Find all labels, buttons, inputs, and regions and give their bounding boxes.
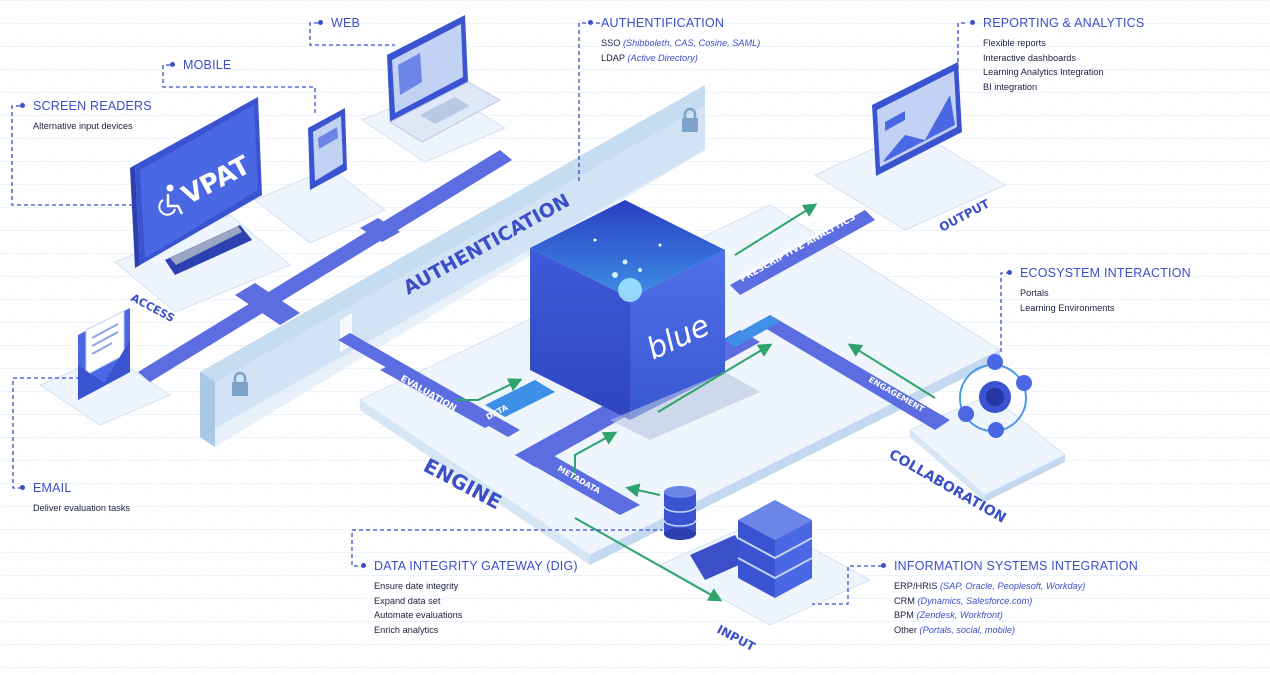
web-title: WEB — [318, 16, 360, 30]
authentification-callout: AUTHENTIFICATION SSO (Shibboleth, CAS, C… — [588, 16, 760, 65]
email-title-text: EMAIL — [33, 481, 72, 495]
prescriptive-pathway — [730, 210, 875, 295]
server-stack-icon — [737, 500, 813, 598]
dig-database-icon — [663, 486, 697, 540]
screen-readers-title: SCREEN READERS — [20, 99, 152, 113]
web-title-text: WEB — [331, 16, 361, 30]
authentification-item: SSO (Shibboleth, CAS, Cosine, SAML) — [601, 38, 761, 48]
wheelchair-icon — [158, 184, 184, 216]
dig-item: Ensure date integrity — [374, 581, 459, 591]
mobile-platform — [254, 167, 386, 244]
bullet-icon — [588, 20, 593, 26]
isi-title-text: INFORMATION SYSTEMS INTEGRATION — [894, 559, 1138, 573]
ecosystem-item: Portals — [1020, 288, 1049, 298]
authentification-title-text: AUTHENTIFICATION — [601, 16, 725, 30]
dig-item: Expand data set — [374, 595, 441, 606]
bullet-icon — [20, 485, 25, 491]
reporting-item: BI integration — [983, 81, 1038, 92]
bullet-icon — [881, 563, 886, 569]
ecosystem-title: ECOSYSTEM INTERACTION — [1007, 266, 1191, 280]
analytics-screen — [872, 62, 962, 176]
dig-title: DATA INTEGRITY GATEWAY (DIG) — [361, 559, 578, 573]
data-pathway — [485, 380, 555, 417]
access-pathway — [138, 150, 512, 382]
envelope-icon — [78, 308, 130, 400]
bullet-icon — [970, 20, 975, 26]
bullet-icon — [20, 103, 25, 109]
isi-item: ERP/HRIS (SAP, Oracle, Peoplesoft, Workd… — [894, 581, 1086, 591]
reporting-item: Flexible reports — [983, 38, 1046, 48]
isi-item: BPM (Zendesk, Workfront) — [894, 610, 1003, 620]
engagement-pathway — [760, 315, 950, 430]
screen-readers-callout: SCREEN READERS Alternative input devices — [20, 99, 152, 134]
bullet-icon — [170, 62, 175, 68]
reporting-item: Interactive dashboards — [983, 52, 1076, 63]
lock-icon — [232, 371, 248, 396]
reporting-item: Learning Analytics Integration — [983, 67, 1104, 77]
mobile-callout: MOBILE — [170, 58, 231, 72]
web-callout: WEB — [318, 16, 360, 30]
ecosystem-title-text: ECOSYSTEM INTERACTION — [1020, 266, 1191, 280]
bullet-icon — [1007, 270, 1012, 276]
authentification-title: AUTHENTIFICATION — [588, 16, 760, 30]
email-title: EMAIL — [20, 481, 130, 495]
collaboration-hub-icon — [958, 354, 1032, 438]
flow-arrows — [455, 203, 936, 602]
vpat-monitor — [130, 97, 262, 275]
screen-readers-item: Alternative input devices — [33, 121, 133, 131]
isi-item: Other (Portals, social, mobile) — [894, 624, 1016, 635]
isi-callout: INFORMATION SYSTEMS INTEGRATION ERP/HRIS… — [881, 559, 1138, 637]
dig-title-text: DATA INTEGRITY GATEWAY (DIG) — [374, 559, 578, 573]
mobile-title: MOBILE — [170, 58, 231, 72]
dig-callout: DATA INTEGRITY GATEWAY (DIG) Ensure date… — [361, 559, 578, 637]
isi-title: INFORMATION SYSTEMS INTEGRATION — [881, 559, 1138, 573]
email-callout: EMAIL Deliver evaluation tasks — [20, 481, 130, 516]
screen-readers-title-text: SCREEN READERS — [33, 99, 152, 113]
reporting-title: REPORTING & ANALYTICS — [970, 16, 1144, 30]
reporting-title-text: REPORTING & ANALYTICS — [983, 16, 1145, 30]
ecosystem-callout: ECOSYSTEM INTERACTION Portals Learning E… — [1007, 266, 1191, 315]
ecosystem-item: Learning Environments — [1020, 302, 1115, 313]
bullet-icon — [361, 563, 366, 569]
tablet-device — [308, 108, 347, 190]
mobile-title-text: MOBILE — [183, 58, 232, 72]
lock-icon — [682, 107, 698, 132]
authentification-item: LDAP (Active Directory) — [601, 52, 698, 63]
blue-cube — [530, 200, 760, 440]
isi-item: CRM (Dynamics, Salesforce.com) — [894, 595, 1033, 606]
dig-item: Enrich analytics — [374, 624, 439, 635]
dig-item: Automate evaluations — [374, 610, 463, 620]
email-item: Deliver evaluation tasks — [33, 503, 131, 513]
bullet-icon — [318, 20, 323, 26]
reporting-callout: REPORTING & ANALYTICS Flexible reports I… — [970, 16, 1144, 94]
laptop-device — [387, 15, 502, 143]
